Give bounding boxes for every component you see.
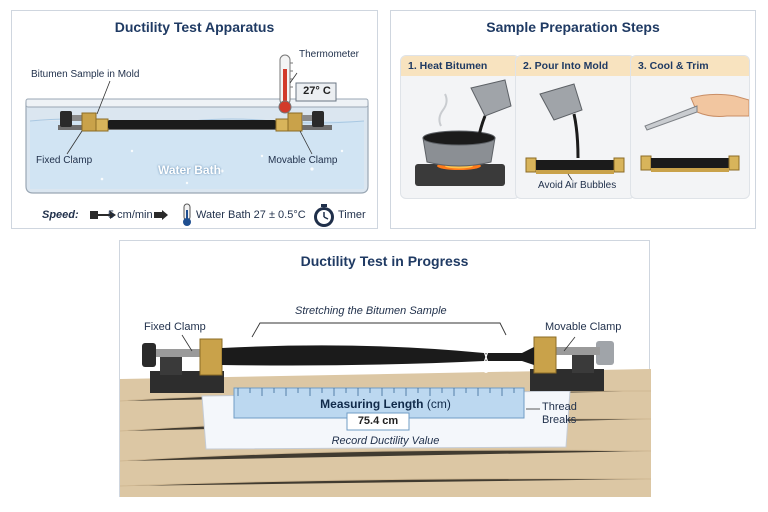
- step-label: 1. Heat Bitumen: [401, 56, 519, 76]
- measuring-length-unit: (cm): [426, 397, 451, 411]
- step-label: 2. Pour Into Mold: [516, 56, 634, 76]
- apparatus-panel: Ductility Test Apparatus: [11, 10, 378, 229]
- movable-clamp-graphic: [530, 336, 614, 391]
- fixed-clamp-label: Fixed Clamp: [36, 155, 93, 166]
- fixed-clamp-label: Fixed Clamp: [144, 321, 206, 333]
- timer-label: Timer: [338, 209, 366, 221]
- water-bubbles: [70, 149, 344, 185]
- stretch-bracket: [251, 322, 507, 338]
- arrow-right-icon: [154, 210, 168, 220]
- progress-panel: Ductility Test in Progress: [119, 240, 651, 497]
- thermometer-small-icon: [183, 203, 191, 226]
- movable-clamp-label: Movable Clamp: [268, 155, 338, 166]
- thread-breaks-label: Thread Breaks: [542, 401, 577, 426]
- record-label: Record Ductility Value: [331, 435, 440, 447]
- thermometer-icon: [278, 54, 293, 114]
- speed-value: 5 cm/min: [108, 209, 153, 221]
- water-bath-label: Water Bath: [158, 163, 221, 177]
- measure-value: 75.4 cm: [357, 415, 399, 427]
- apparatus-illustration: [25, 54, 369, 227]
- bitumen-sample-mold: [95, 118, 289, 132]
- step-card-heat: 1. Heat Bitumen: [400, 55, 520, 199]
- bath-temp-label: Water Bath 27 ± 0.5°C: [196, 209, 306, 221]
- sample-label: Bitumen Sample in Mold: [31, 69, 140, 80]
- movable-clamp-graphic: [287, 111, 324, 132]
- temperature-display: [295, 82, 337, 102]
- heat-bitumen-illustration: [415, 79, 512, 186]
- bitumen-thread: [222, 345, 534, 366]
- measure-value-box: [346, 412, 410, 431]
- timer-icon: [314, 204, 334, 227]
- measuring-length-title: Measuring Length: [320, 397, 424, 411]
- preparation-panel: Sample Preparation Steps 1. Heat Bitumen…: [390, 10, 756, 229]
- cool-trim-illustration: [640, 93, 749, 172]
- step-note: Avoid Air Bubbles: [538, 180, 617, 191]
- measuring-length-label: Measuring Length (cm): [120, 397, 651, 411]
- speed-arrow-icon: [90, 211, 116, 219]
- preparation-title: Sample Preparation Steps: [486, 19, 660, 35]
- temperature-value: 27° C: [303, 85, 331, 97]
- thermometer-label: Thermometer: [299, 49, 360, 60]
- progress-title: Ductility Test in Progress: [300, 253, 469, 269]
- fixed-clamp-graphic: [142, 338, 224, 393]
- fixed-clamp-graphic: [60, 111, 97, 132]
- movable-clamp-label: Movable Clamp: [545, 321, 622, 333]
- stretch-label: Stretching the Bitumen Sample: [295, 305, 447, 317]
- progress-illustration: [120, 322, 651, 497]
- step-card-trim: 3. Cool & Trim: [630, 55, 750, 199]
- apparatus-title: Ductility Test Apparatus: [114, 19, 275, 35]
- speed-label: Speed:: [42, 209, 79, 221]
- step-card-pour: 2. Pour Into Mold Avoid Air Bubbles: [515, 55, 635, 199]
- thread-break-mark: [483, 350, 489, 364]
- pour-mold-illustration: [525, 83, 625, 181]
- step-label: 3. Cool & Trim: [631, 56, 749, 76]
